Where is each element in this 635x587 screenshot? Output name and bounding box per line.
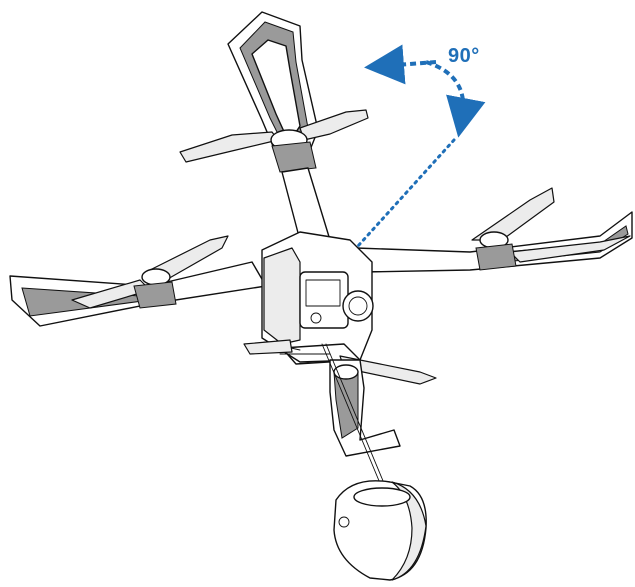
- drone-body: [243, 231, 437, 385]
- tether-weight: [321, 343, 427, 581]
- right-arm: [355, 187, 633, 273]
- top-arm: [179, 11, 369, 249]
- rotation-angle-label: 90°: [448, 45, 480, 67]
- rotation-indicator: [356, 44, 486, 248]
- left-arm: [9, 235, 267, 327]
- landing-weight-icon: [353, 487, 411, 507]
- bottom-arm: [329, 359, 401, 457]
- camera-lens-icon: [342, 290, 374, 322]
